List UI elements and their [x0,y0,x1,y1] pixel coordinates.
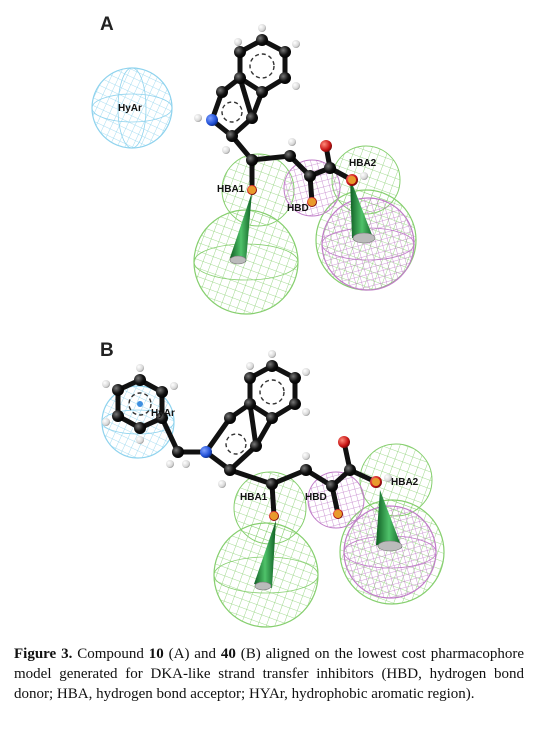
panel-b: B [100,340,445,628]
feature-points [248,176,356,206]
hyar-sphere: HyAr [91,67,173,149]
compound-40-ref: 40 [220,646,236,662]
hba2-vector-cone [376,490,403,552]
hbd-label: HBD [305,492,327,503]
hyar-label: HyAr [118,103,142,114]
hyar-label: HyAr [151,408,175,419]
compound-10-ref: 10 [148,646,164,662]
compound-40-atoms [102,350,392,521]
hba1-label: HBA1 [240,492,268,503]
hba1-label: HBA1 [217,184,245,195]
hba2-label: HBA2 [391,477,419,488]
caption-text-2: (A) and [163,646,221,662]
panel-b-label: B [100,340,114,361]
hbd-label: HBD [287,203,309,214]
feature-points [137,401,380,520]
figure-caption: Figure 3. Compound 10 (A) and 40 (B) ali… [14,644,524,704]
hba2-label: HBA2 [349,158,377,169]
caption-text-3: (B) aligned on the lowest cost pharmacop… [14,646,524,702]
panel-a-label: A [100,14,114,35]
aromatic-ring-indicators [221,53,275,123]
panel-a: A HyAr [91,14,417,315]
hba2-vector-cone [350,178,376,244]
figure-label: Figure 3. [14,646,73,662]
caption-text-1: Compound [72,646,149,662]
hba1-vector-cone [254,520,276,591]
figure-3: A HyAr [91,14,445,628]
hba1-vector-cone [229,192,252,265]
aromatic-ring-indicators [128,379,285,455]
